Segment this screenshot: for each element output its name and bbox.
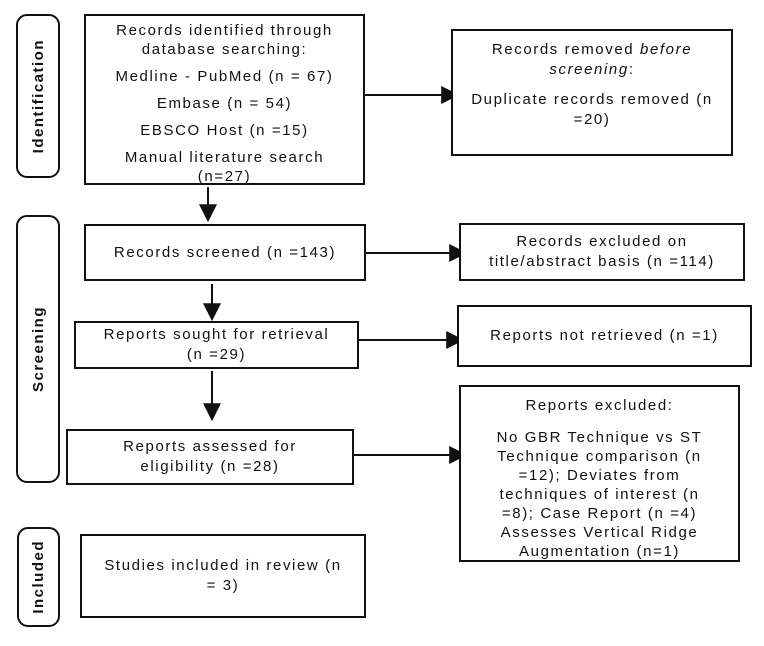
stage-screening: Screening	[16, 215, 60, 483]
source-ebsco: EBSCO Host (n =15)	[140, 122, 309, 139]
box-reports-excluded: Reports excluded: No GBR Technique vs ST…	[459, 385, 740, 562]
stage-identification: Identification	[16, 14, 60, 178]
records-removed-title-suffix: :	[628, 61, 635, 78]
box-studies-included: Studies included in review (n = 3)	[80, 534, 366, 618]
records-removed-title-italic: before screening	[549, 41, 693, 78]
reports-assessed-text: Reports assessed for eligibility (n =28)	[123, 438, 297, 475]
box-reports-sought: Reports sought for retrieval (n =29)	[74, 321, 359, 369]
duplicates-removed-text: Duplicate records removed (n =20)	[471, 91, 713, 128]
records-identified-title: Records identified through database sear…	[116, 22, 333, 58]
reports-sought-text: Reports sought for retrieval (n =29)	[103, 326, 330, 363]
records-excluded-text: Records excluded on title/abstract basis…	[489, 233, 715, 270]
records-screened-text: Records screened (n =143)	[113, 243, 337, 261]
stage-included: Included	[17, 527, 60, 627]
box-records-removed-before-screening: Records removed before screening: Duplic…	[451, 29, 733, 156]
studies-included-text: Studies included in review (n = 3)	[104, 557, 342, 594]
reports-not-retrieved-text: Reports not retrieved (n =1)	[490, 327, 719, 344]
box-records-excluded-title-abstract: Records excluded on title/abstract basis…	[459, 223, 745, 281]
stage-identification-label: Identification	[29, 38, 47, 154]
stage-screening-label: Screening	[29, 305, 47, 393]
source-embase: Embase (n = 54)	[156, 95, 293, 112]
box-reports-assessed: Reports assessed for eligibility (n =28)	[66, 429, 354, 485]
box-reports-not-retrieved: Reports not retrieved (n =1)	[457, 305, 752, 367]
source-manual-search: Manual literature search (n=27)	[124, 149, 325, 185]
stage-included-label: Included	[30, 540, 47, 614]
reports-excluded-title: Reports excluded:	[525, 397, 674, 414]
records-removed-title: Records removed before screening:	[463, 40, 721, 80]
box-records-identified: Records identified through database sear…	[84, 14, 365, 185]
source-medline: Medline - PubMed (n = 67)	[115, 68, 334, 85]
box-records-screened: Records screened (n =143)	[84, 224, 366, 281]
reports-excluded-reasons: No GBR Technique vs ST Technique compari…	[496, 429, 703, 560]
records-removed-title-prefix: Records removed	[491, 41, 640, 58]
